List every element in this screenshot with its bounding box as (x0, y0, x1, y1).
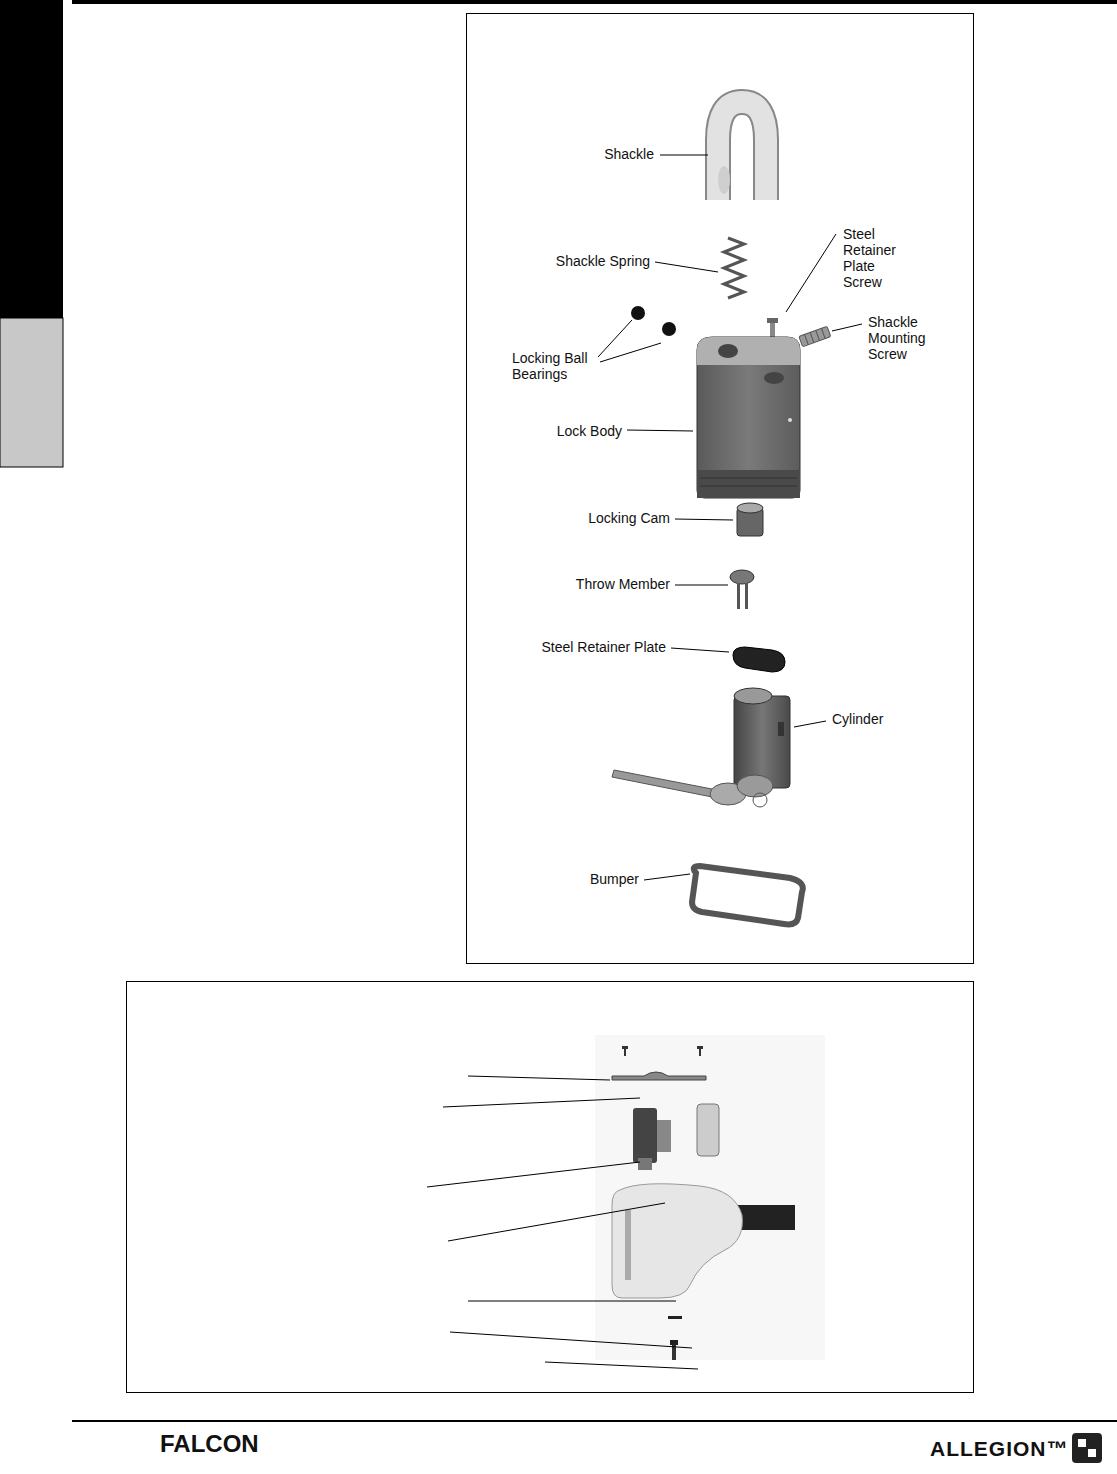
shackle-spring (724, 238, 744, 298)
lock-body (697, 337, 800, 498)
section-tab (0, 318, 63, 467)
part-label: Bumper (590, 871, 639, 887)
locking-cam (737, 503, 763, 536)
part-label: Locking Ball Bearings (512, 350, 600, 382)
brand-logo: FALCON (160, 1430, 259, 1458)
ball-bearing (662, 322, 676, 336)
cylinder (734, 688, 790, 788)
mounting-screw (799, 326, 831, 347)
part-label: Steel Retainer Plate Screw (843, 226, 905, 290)
shackle (718, 102, 766, 200)
leader-line (427, 1076, 698, 1369)
part-label: Throw Member (576, 576, 670, 592)
panel-frame (467, 14, 974, 964)
ball-bearing (631, 306, 645, 320)
panel-frame (127, 982, 974, 1393)
part-label: Locking Cam (588, 510, 670, 526)
bumper (692, 866, 803, 924)
part-label: Lock Body (557, 423, 622, 439)
top-rule (72, 0, 1117, 4)
part-label: Shackle (604, 146, 654, 162)
part-label: Steel Retainer Plate (541, 639, 666, 655)
part-label: Shackle Spring (556, 253, 650, 269)
cable-lock-illustration (595, 1035, 825, 1360)
keys (612, 770, 773, 807)
retainer-screw (767, 318, 778, 337)
part-label: Cylinder (832, 711, 883, 727)
logo-mark (1072, 1433, 1102, 1463)
retainer-plate (733, 647, 785, 672)
brand-logo: ALLEGION™ (930, 1436, 1069, 1461)
throw-member (730, 570, 754, 609)
bottom-rule (72, 1420, 1117, 1422)
section-tab (0, 0, 63, 318)
part-label: Shackle Mounting Screw (868, 314, 936, 362)
